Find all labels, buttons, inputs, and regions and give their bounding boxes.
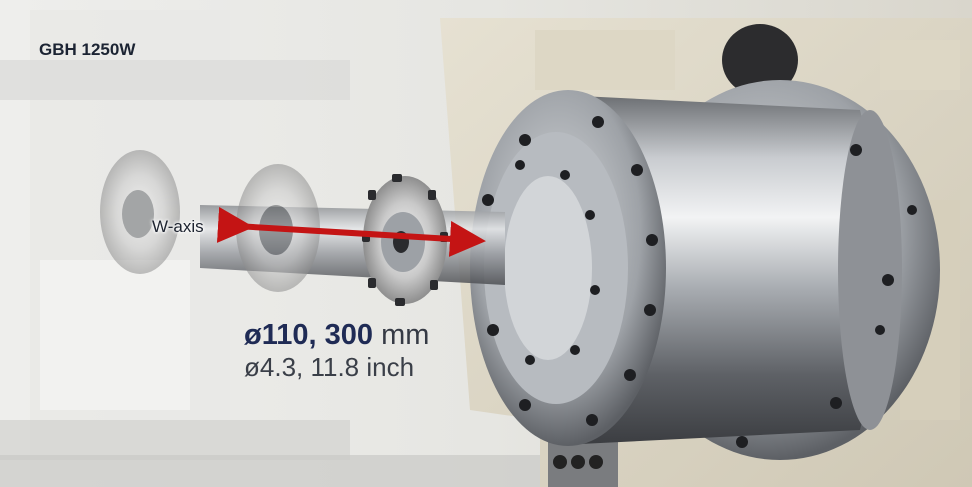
spec-metric-unit: mm (381, 319, 430, 351)
spec-imperial: ø4.3, 11.8 inch (244, 352, 415, 382)
spindle-spec: ø110, 300 mm ø4.3, 11.8 inch (244, 318, 429, 382)
spec-metric: ø110, 300 mm (244, 318, 429, 352)
spec-metric-values: ø110, 300 (244, 319, 373, 351)
w-axis-arrow (216, 206, 486, 257)
w-axis-label: W-axis (152, 217, 204, 236)
model-title: GBH 1250W (39, 40, 136, 59)
